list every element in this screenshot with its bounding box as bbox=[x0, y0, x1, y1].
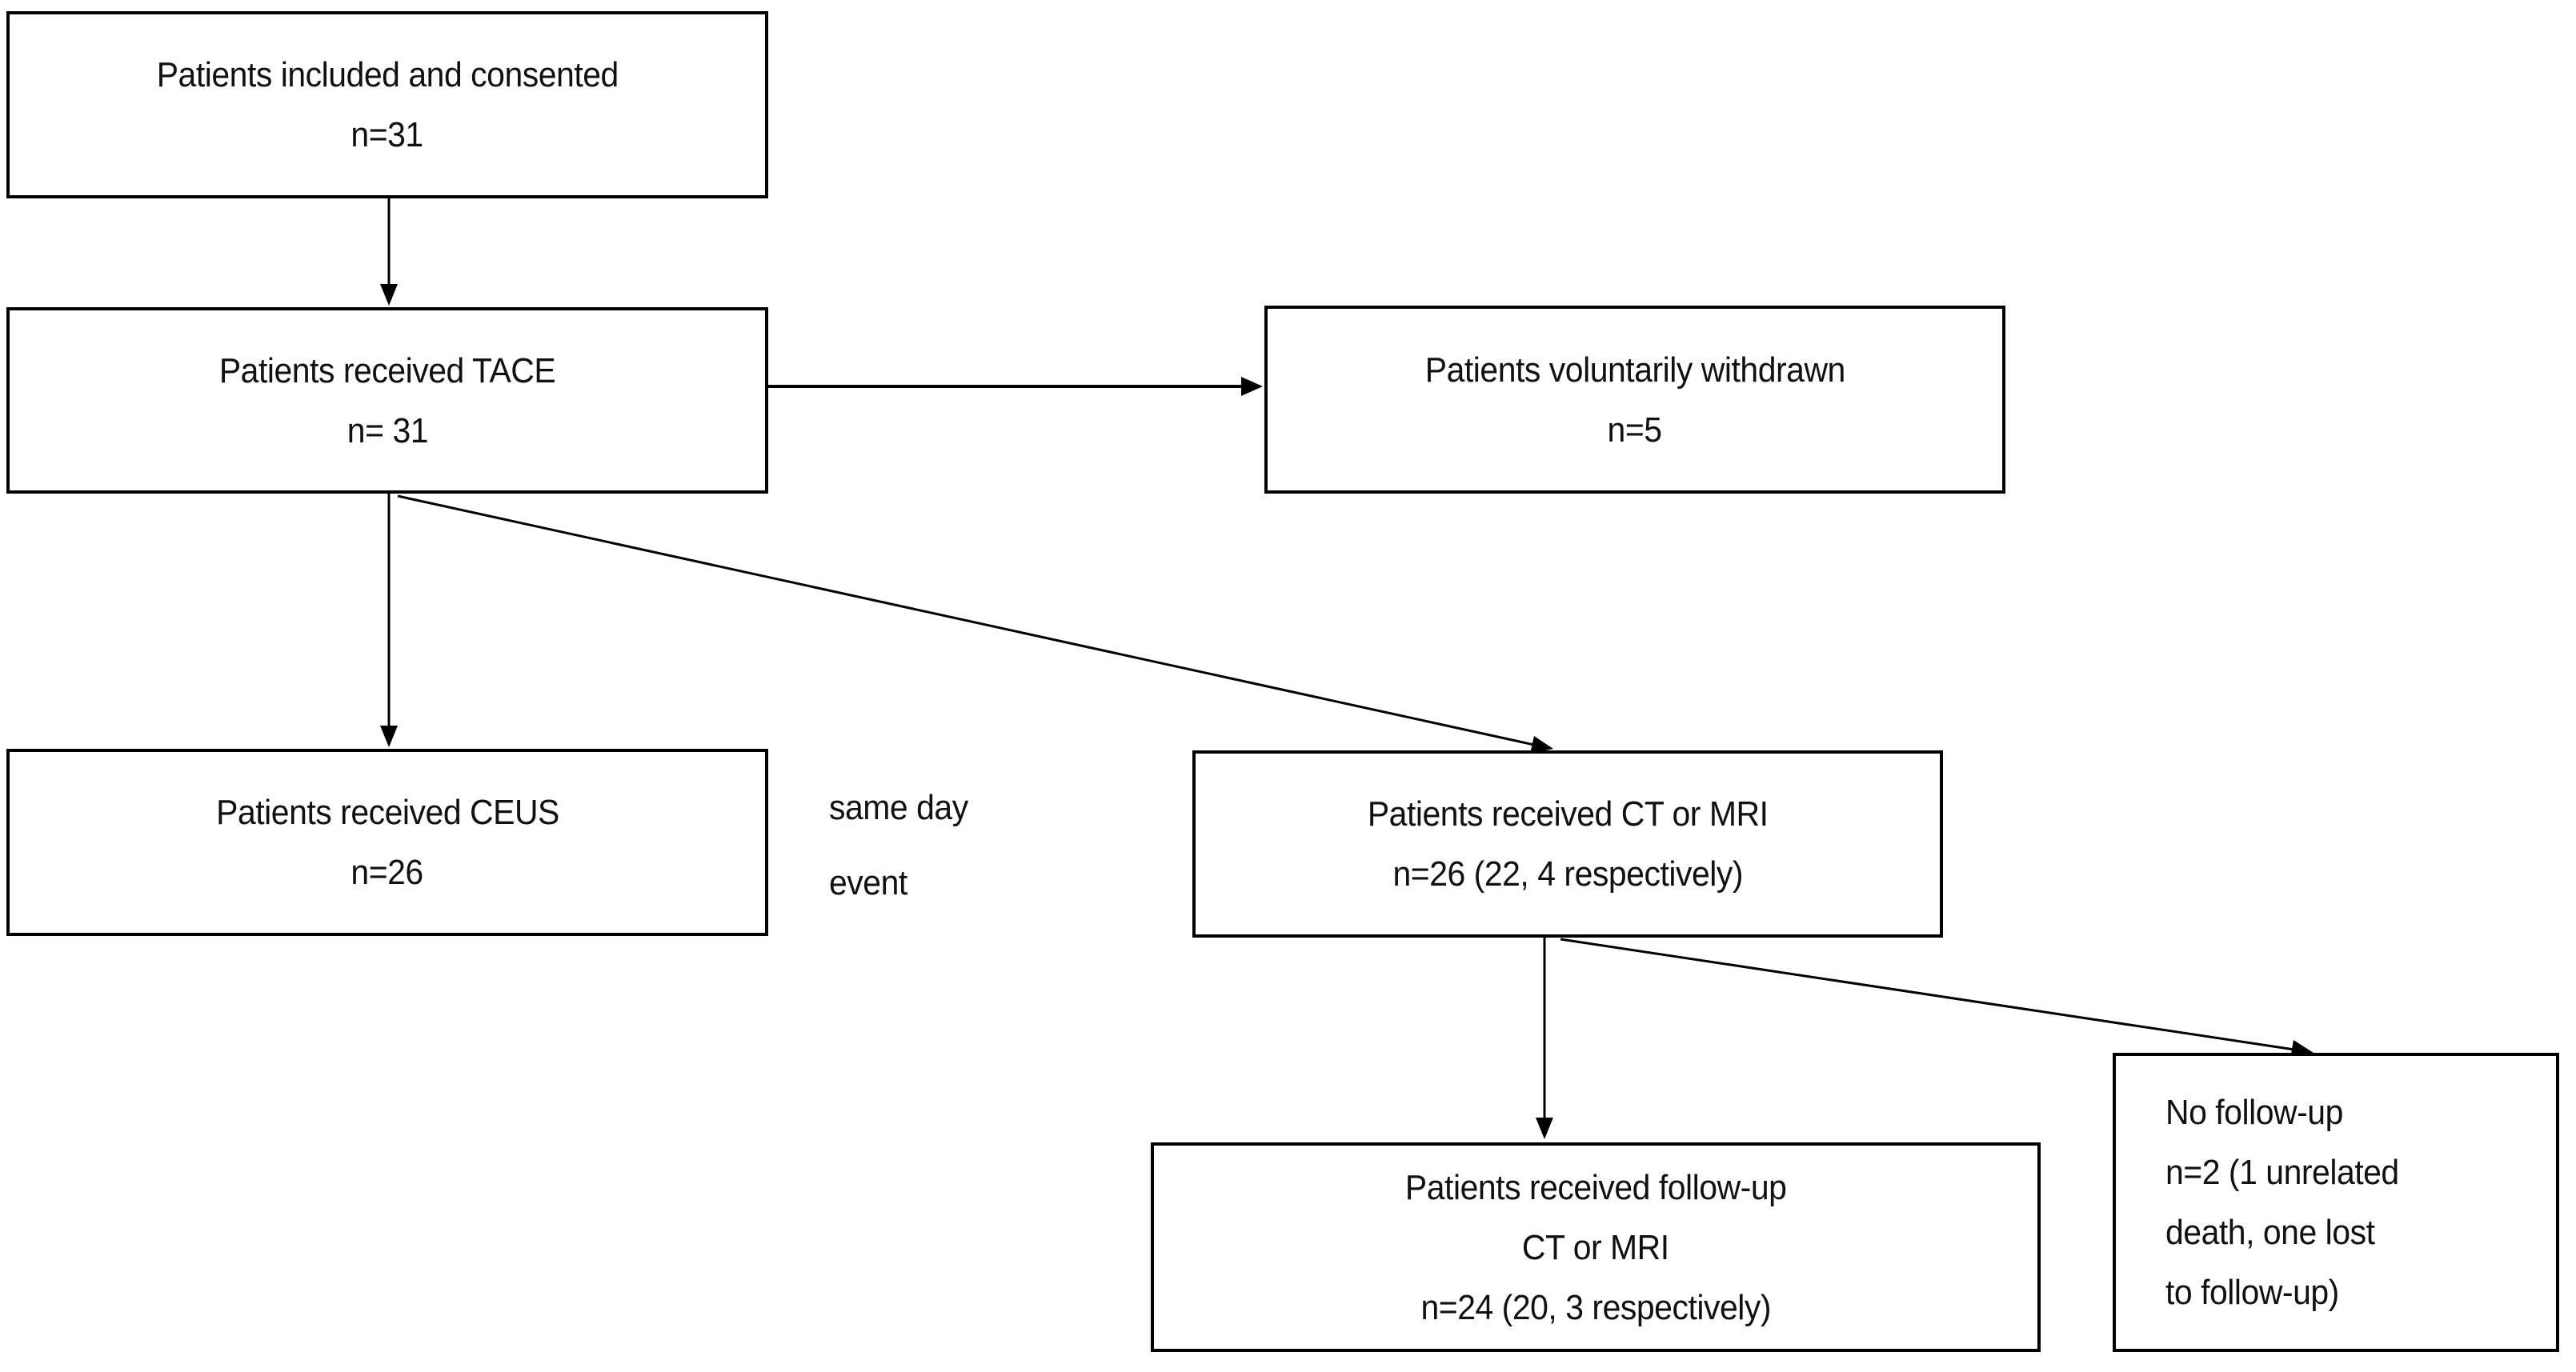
box-patients-received-tace: Patients received TACE n= 31 bbox=[6, 307, 768, 494]
edge-label-same-day: same day bbox=[829, 788, 968, 827]
box-line: n=2 (1 unrelated bbox=[2165, 1153, 2399, 1192]
arrow-ct-mri-to-no-followup bbox=[1560, 938, 2314, 1058]
box-line: Patients voluntarily withdrawn bbox=[1424, 350, 1845, 390]
box-line: n=5 bbox=[1607, 410, 1663, 450]
box-line: Patients received CT or MRI bbox=[1367, 794, 1769, 834]
arrow-tace-to-withdrawn bbox=[768, 377, 1263, 396]
box-patients-received-ct-mri: Patients received CT or MRI n=26 (22, 4 … bbox=[1192, 750, 1943, 938]
box-line: n=26 bbox=[351, 853, 424, 892]
arrow-ct-mri-to-followup bbox=[1536, 938, 1553, 1139]
arrow-tace-to-ct-mri bbox=[397, 494, 1553, 754]
box-patients-included-consented: Patients included and consented n=31 bbox=[6, 11, 768, 198]
box-line: Patients received CEUS bbox=[215, 793, 559, 832]
box-line: Patients included and consented bbox=[156, 55, 619, 94]
box-line: Patients received follow-up bbox=[1404, 1167, 1787, 1207]
box-line: n= 31 bbox=[347, 410, 428, 450]
box-no-followup: No follow-up n=2 (1 unrelated death, one… bbox=[2113, 1053, 2559, 1352]
box-line: to follow-up) bbox=[2165, 1273, 2339, 1312]
box-line: n=24 (20, 3 respectively) bbox=[1420, 1287, 1771, 1327]
box-patients-withdrawn: Patients voluntarily withdrawn n=5 bbox=[1264, 306, 2005, 494]
arrow-consented-to-tace bbox=[380, 198, 398, 306]
arrow-tace-to-ceus bbox=[380, 494, 398, 747]
box-line: n=31 bbox=[351, 115, 424, 154]
box-line: No follow-up bbox=[2165, 1093, 2343, 1132]
box-line: CT or MRI bbox=[1522, 1227, 1669, 1267]
box-patients-received-ceus: Patients received CEUS n=26 bbox=[6, 749, 768, 936]
edge-label-event: event bbox=[829, 863, 907, 902]
box-line: Patients received TACE bbox=[218, 350, 556, 390]
box-patients-followup-ct-mri: Patients received follow-up CT or MRI n=… bbox=[1151, 1142, 2041, 1352]
box-line: death, one lost bbox=[2165, 1213, 2375, 1252]
box-line: n=26 (22, 4 respectively) bbox=[1392, 854, 1743, 894]
